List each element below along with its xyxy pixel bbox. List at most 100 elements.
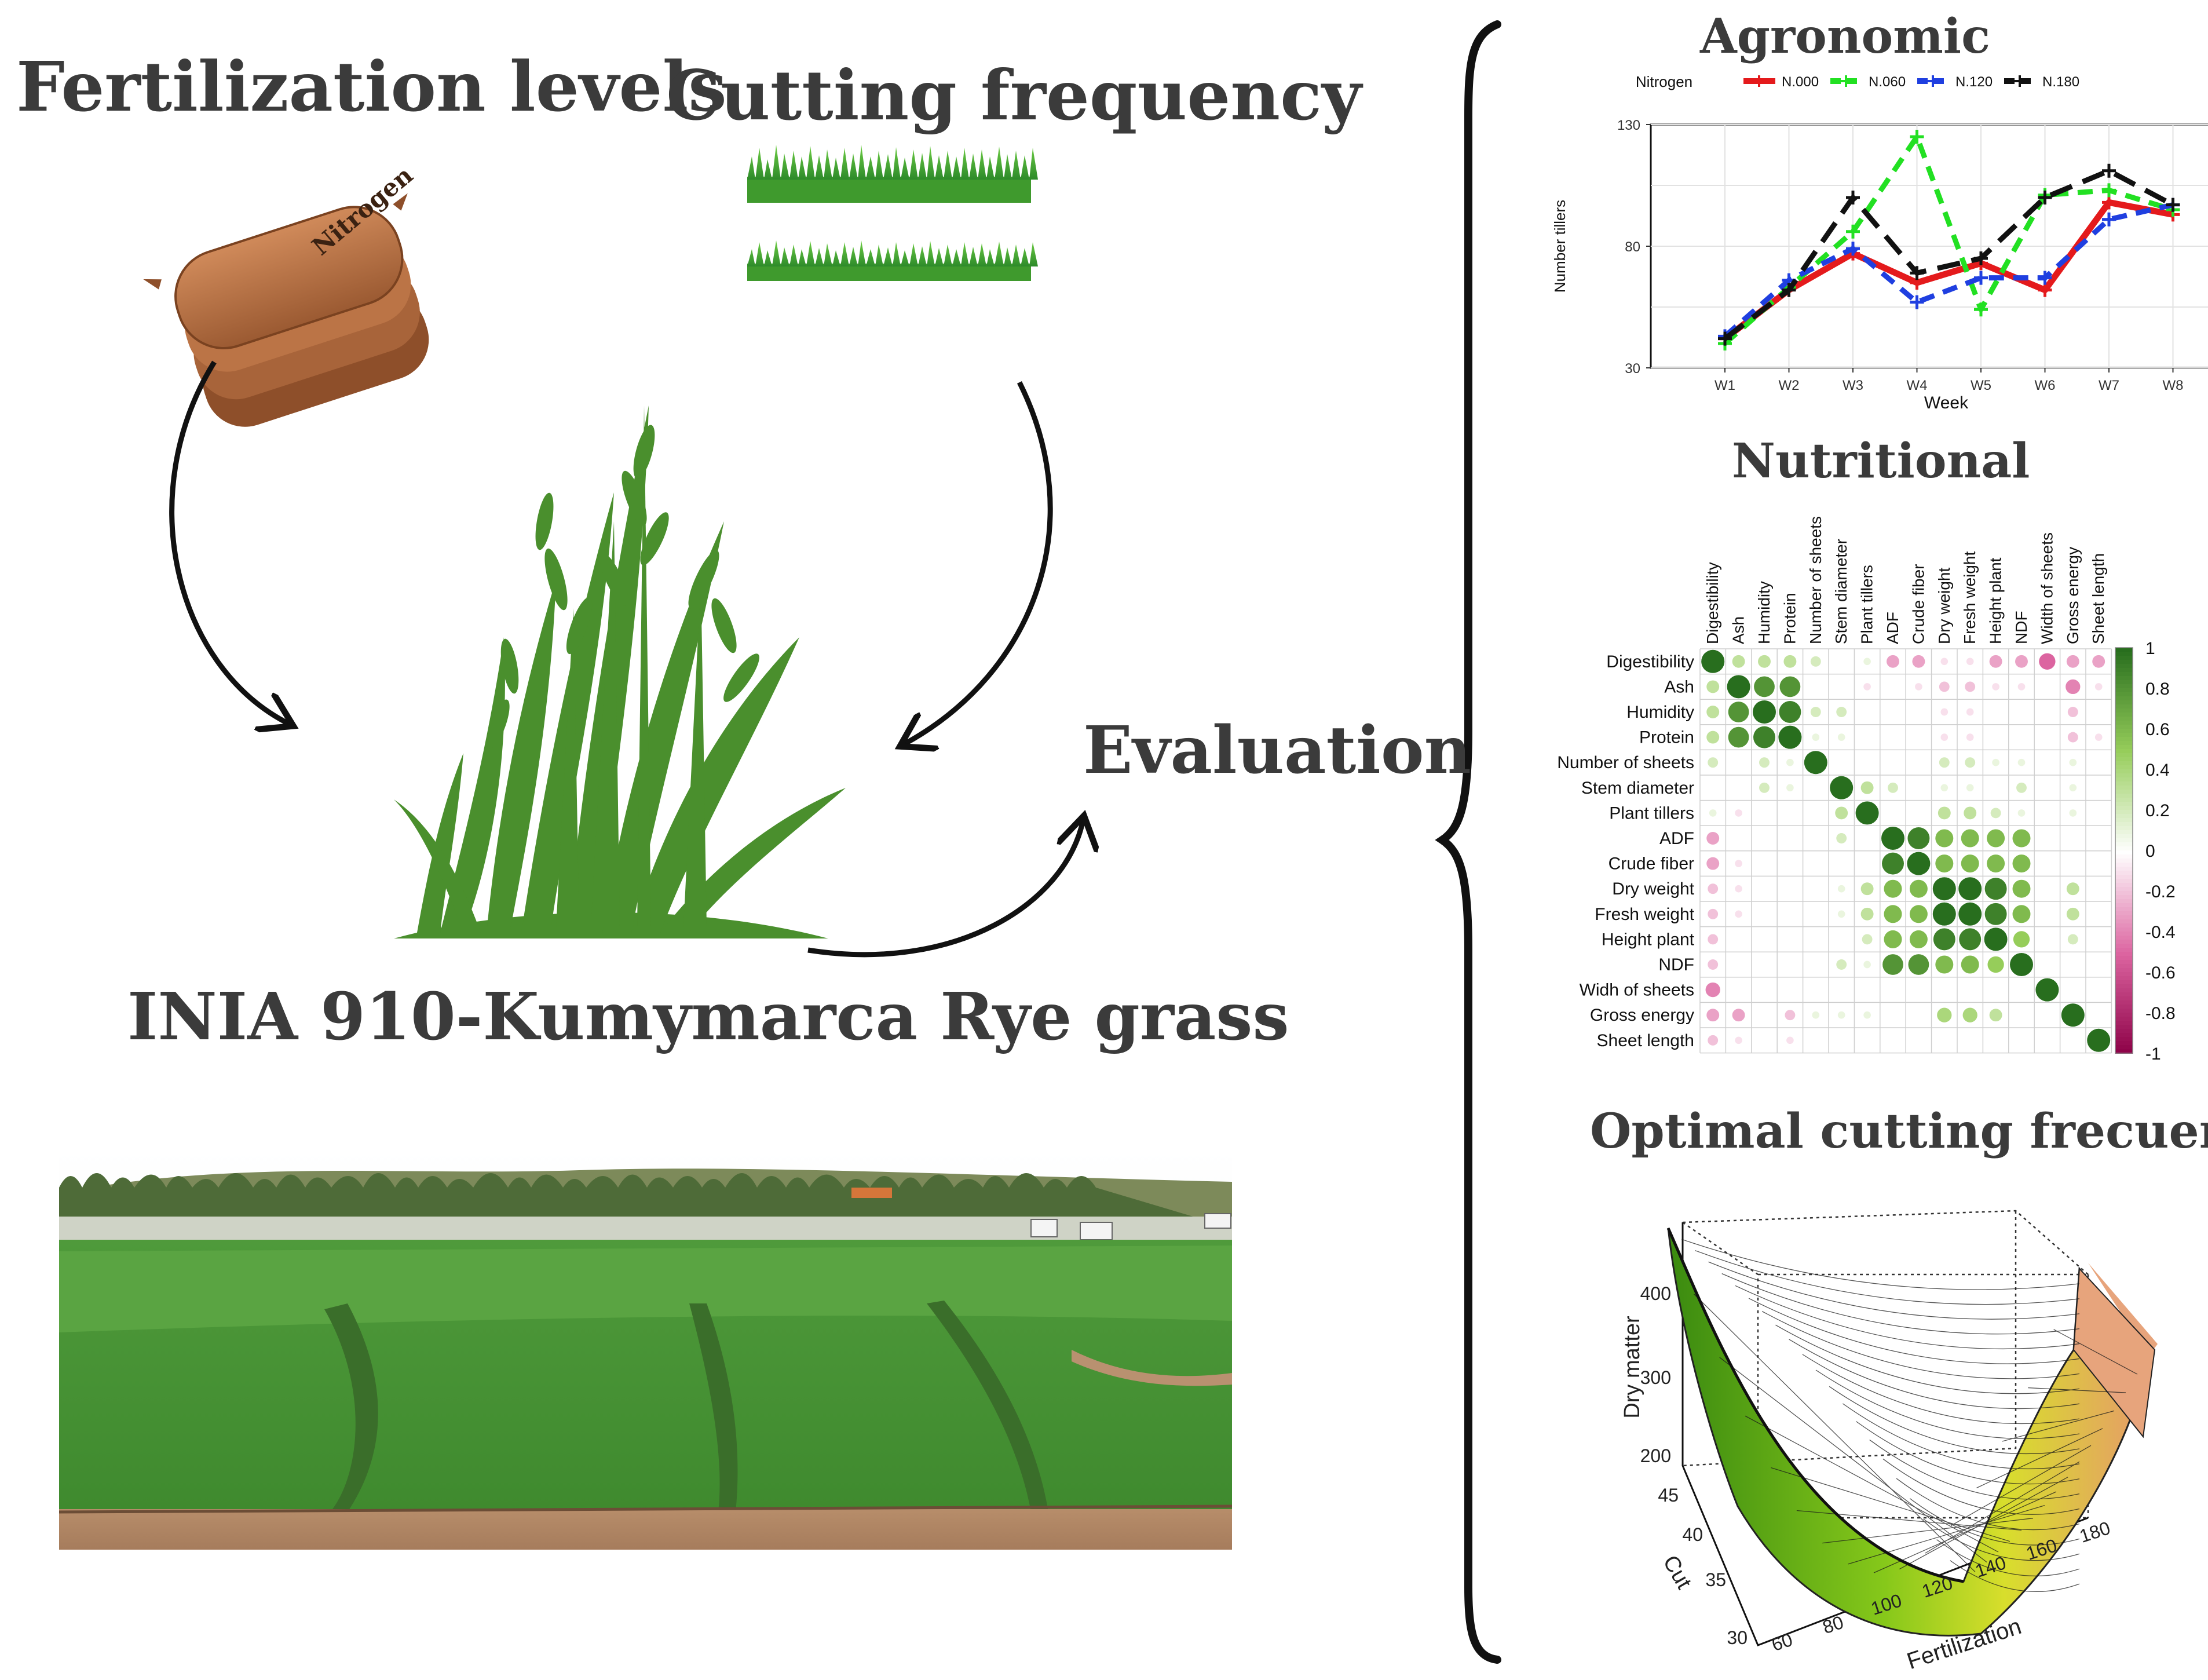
correlation-dot [1785,1010,1796,1021]
row-label: NDF [1658,955,1694,974]
correlation-dot [1810,656,1821,667]
correlation-dot [2017,809,2026,817]
nutritional-title: Nutritional [1732,433,2030,489]
correlation-dot [1915,683,1922,691]
colorbar-segment [2115,668,2133,673]
colorbar-segment [2115,952,2133,956]
colorbar-segment [2115,713,2133,717]
column-label: Protein [1781,593,1798,644]
colorbar-segment [2115,854,2133,859]
correlation-dot [1962,1007,1977,1022]
correlation-dot [1935,955,1954,974]
correlation-dot [2039,653,2056,670]
surface-grid-line [1796,1510,2022,1531]
colorbar-segment [2115,895,2133,900]
colorbar-segment [2115,749,2133,754]
correlation-dot [1706,731,1720,744]
colorbar-segment [2115,696,2133,701]
colorbar-segment [2115,976,2133,981]
surface-grid-line [1925,1461,2080,1554]
correlation-dot [1837,733,1845,741]
correlation-dot [1863,683,1871,691]
colorbar-tick-label: 1 [2145,639,2155,658]
colorbar-segment [2115,826,2133,831]
legend-label: N.120 [1955,74,1993,90]
data-point [2038,191,2052,204]
colorbar-segment [2115,842,2133,847]
y-axis-label: Cut [1658,1551,1696,1594]
surface-grid-line [1735,1285,2080,1350]
colorbar-segment [2115,863,2133,867]
data-point [1974,271,1988,285]
colorbar-tick-label: -1 [2145,1044,2161,1064]
surface-grid-line [1789,1339,2080,1409]
correlation-dot [1958,902,1982,926]
x-tick-label: W4 [1907,378,1928,393]
optimal-title: Optimal cutting frecuency [1590,1104,2208,1159]
correlation-dot [1882,852,1904,875]
surface-grid-line [1822,1518,2034,1544]
colorbar-segment [2115,919,2133,924]
colorbar-segment [2115,903,2133,908]
correlation-dot [1940,658,1949,666]
y-tick-label: 45 [1658,1485,1679,1506]
colorbar-segment [2115,802,2133,806]
correlation-dot [1887,655,1899,668]
correlation-dot [1706,857,1720,870]
row-label: Digestibility [1606,652,1694,671]
surface-grid-line [1882,1458,2080,1515]
colorbar-segment [2115,676,2133,681]
colorbar-segment [2115,769,2133,774]
correlation-dot [2017,683,2026,691]
surface-grid-line [1950,1445,2092,1526]
colorbar-segment [2115,1037,2133,1042]
correlation-dot [1812,733,1820,741]
colorbar-segment [2115,773,2133,778]
correlation-dot [2066,907,2079,921]
colorbar-segment [2115,883,2133,888]
correlation-dot [1884,930,1902,948]
correlation-dot [1708,934,1719,945]
x-tick-label: 80 [1820,1612,1846,1638]
correlation-dot [1812,1011,1820,1019]
colorbar-segment [2115,761,2133,766]
colorbar-segment [2115,652,2133,656]
colorbar-segment [2115,867,2133,871]
colorbar-tick-label: -0.4 [2145,923,2176,942]
correlation-dot [1778,725,1802,749]
colorbar-segment [2115,980,2133,985]
colorbar-segment [2115,708,2133,713]
colorbar-segment [2115,700,2133,705]
y-tick-label: 40 [1682,1524,1703,1545]
column-label: Sheet length [2089,553,2107,644]
colorbar-segment [2115,996,2133,1001]
colorbar-segment [2115,1045,2133,1050]
colorbar-segment [2115,656,2133,660]
correlation-dot [1727,675,1750,699]
column-label: Humidity [1755,581,1773,644]
colorbar-segment [2115,814,2133,819]
colorbar-segment [2115,737,2133,742]
correlation-dot [1759,782,1770,793]
surface-grid-line [2028,1387,2126,1393]
correlation-dot [2016,782,2027,793]
column-label: Ash [1730,616,1748,644]
data-point [2038,271,2052,285]
colorbar-segment [2115,891,2133,896]
correlation-dot [2061,1003,2085,1027]
correlation-dot [1987,829,2005,848]
colorbar-tick-label: 0.4 [2145,761,2170,780]
correlation-dot [1830,776,1854,799]
colorbar-segment [2115,721,2133,725]
correlation-dot [1959,928,1982,951]
correlation-dot [1863,960,1871,969]
correlation-dot [1708,959,1719,970]
colorbar-segment [2115,692,2133,697]
colorbar-segment [2115,927,2133,932]
row-label: Crude fiber [1609,854,1694,874]
colorbar-segment [2115,830,2133,835]
surface-grid-line [1748,1298,2080,1364]
correlation-dot [1966,708,1974,716]
